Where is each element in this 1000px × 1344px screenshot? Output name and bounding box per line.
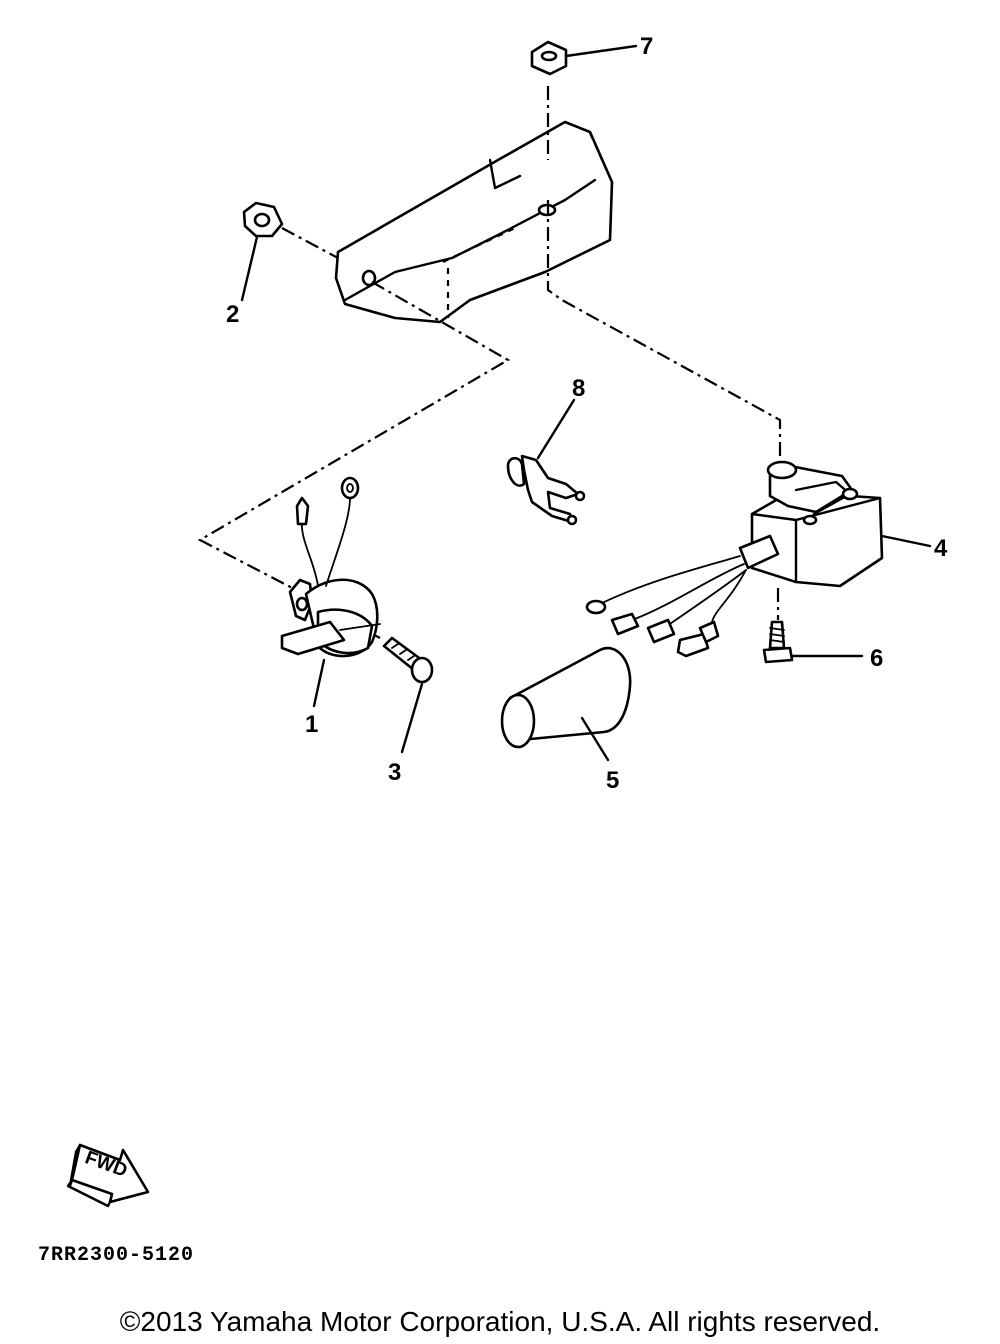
callout-8: 8 [572,375,585,402]
bolt-part [762,620,794,664]
callout-6: 6 [870,645,883,672]
leader-lines [240,44,932,762]
callout-1: 1 [305,711,318,738]
callout-3: 3 [388,759,401,786]
coil-part [585,460,884,658]
callout-7: 7 [640,33,653,60]
nut-top [530,40,568,76]
clamp-part [506,454,586,526]
drawing-code: 7RR2300-5120 [38,1244,194,1267]
screw-part [382,636,434,684]
sleeve-part [500,646,632,749]
sensor-part [280,476,381,658]
fwd-arrow-icon: FWD [66,1143,150,1208]
nut-left [242,201,284,238]
callout-2: 2 [226,301,239,328]
callout-labels: 1 2 3 4 5 6 7 8 [226,33,948,794]
copyright-notice: ©2013 Yamaha Motor Corporation, U.S.A. A… [119,1306,881,1337]
bracket-plate [334,120,614,324]
callout-5: 5 [606,767,619,794]
callout-4: 4 [934,535,948,562]
